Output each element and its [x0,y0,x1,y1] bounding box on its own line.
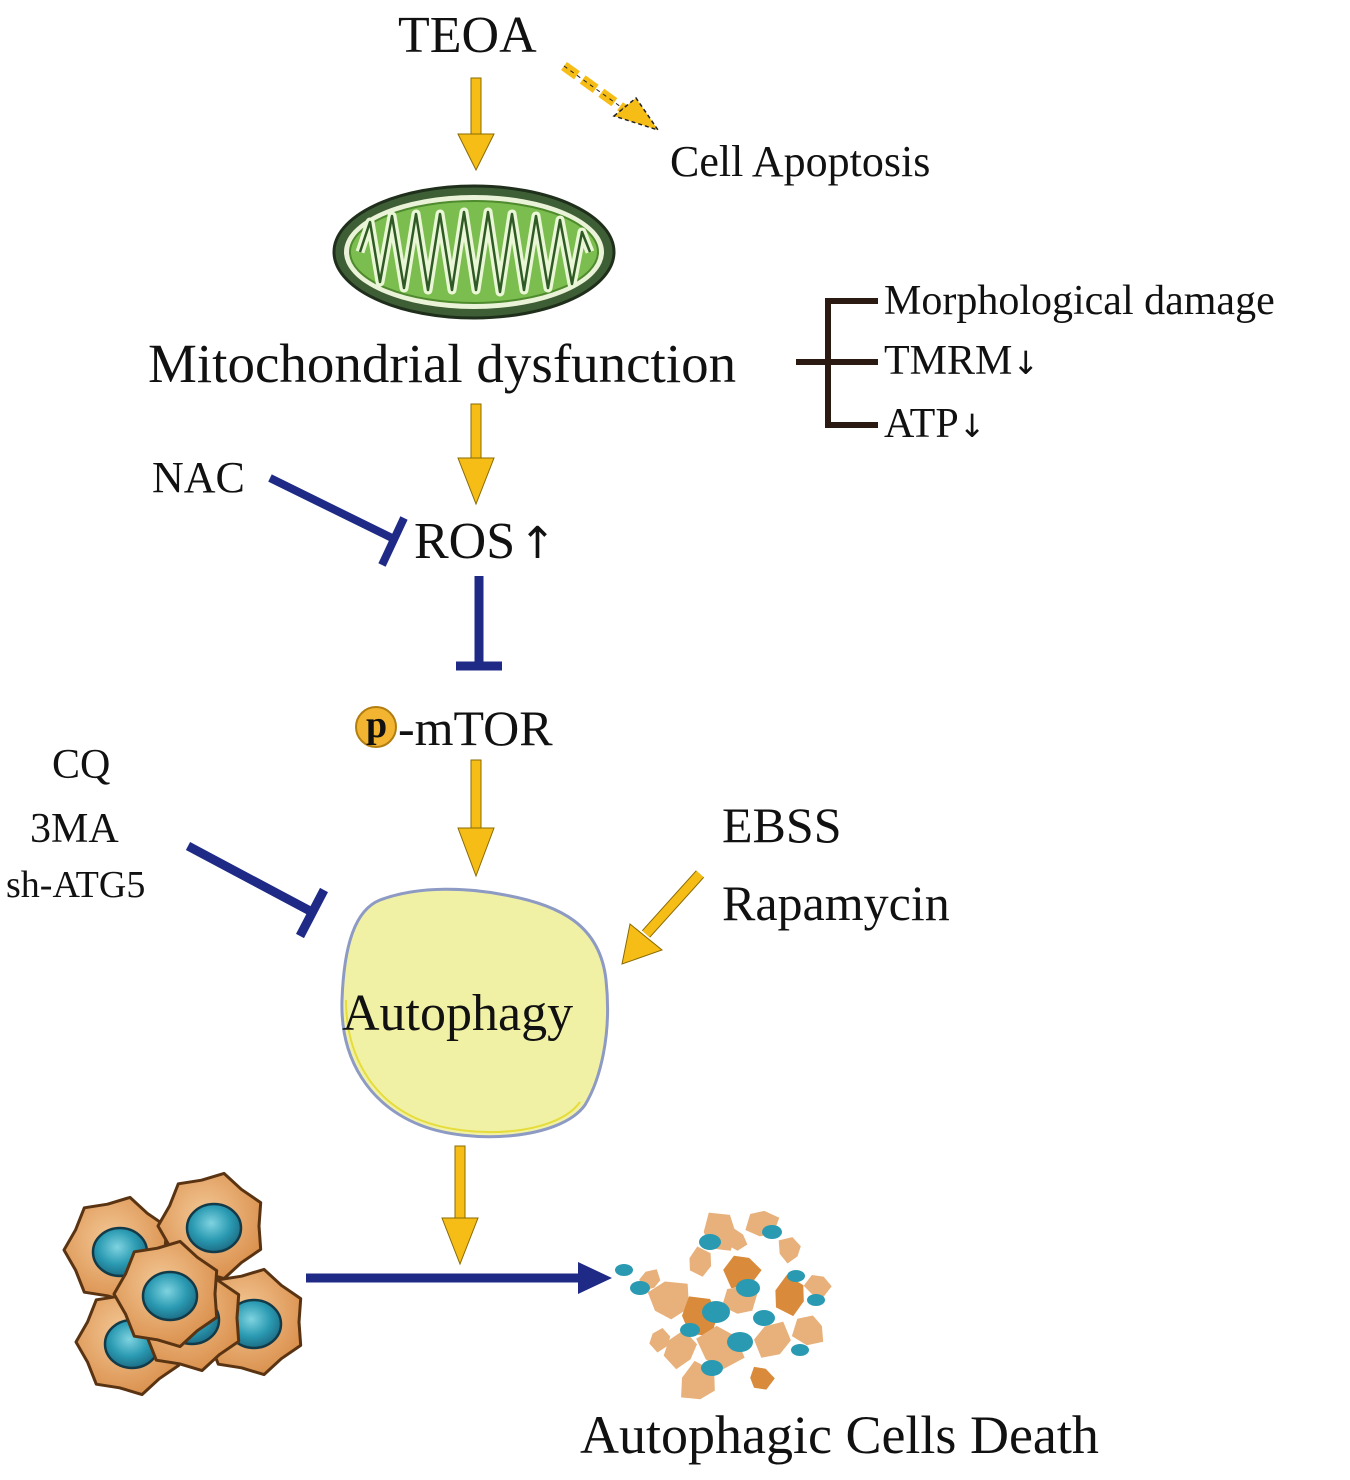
cell-fragment [778,1237,801,1264]
nucleus-fragment [762,1225,782,1239]
cell-fragment [647,1281,690,1320]
cancer-cells-icon [62,1171,303,1397]
cell-fragment [649,1328,671,1353]
nucleus-fragment [753,1310,775,1326]
nucleus-fragment [630,1281,650,1295]
effect-atp: ATP↓ [884,403,986,445]
inducer-ebss: EBSS [722,797,842,853]
arrow-mito-ros [457,403,495,506]
inhibitor-3ma: 3MA [30,806,119,852]
ros-text: ROS [414,513,516,570]
effect-text: TMRM [884,338,1013,384]
nucleus-fragment [615,1264,633,1276]
cell-fragment [750,1366,775,1390]
p-badge-label: p [366,704,388,746]
cell-fragment [689,1246,712,1277]
label-ros: ROS↑ [414,516,556,568]
cancer-cell [112,1239,219,1349]
nucleus-fragment [702,1301,730,1323]
inhibit-nac-ros [268,474,408,567]
autophagosome-icon [340,887,610,1139]
up-arrow-icon: ↑ [519,518,557,569]
nucleus-fragment [736,1279,760,1297]
cell-fragment [754,1321,791,1358]
label-nac: NAC [152,453,245,502]
nucleus-fragment [701,1360,723,1376]
title-teoa: TEOA [398,7,537,64]
cell-fragment [803,1275,832,1297]
cell-fragment [724,1228,748,1251]
arrow-teoa-mito [457,77,495,172]
down-arrow-icon: ↓ [958,407,986,445]
nucleus-fragment [680,1323,700,1337]
nucleus-fragment [727,1332,753,1352]
phospho-badge-icon [355,706,397,748]
cell-fragment [663,1330,697,1370]
cell-debris-icon [615,1210,832,1400]
nucleus-fragment [699,1234,721,1250]
down-arrow-icon: ↓ [1012,344,1040,382]
effect-tmrm: TMRM↓ [884,340,1039,382]
nucleus-fragment [787,1270,805,1282]
arrow-inducers-autophagy [621,870,705,965]
inhibitor-cq: CQ [52,742,111,788]
arrow-teoa-apoptosis-dashed [561,61,660,132]
label-cell-apoptosis: Cell Apoptosis [670,137,931,186]
nucleus-fragment [807,1294,825,1306]
label-autophagy: Autophagy [342,985,574,1042]
effect-morphological-damage: Morphological damage [884,280,1275,322]
label-mitochondrial-dysfunction: Mitochondrial dysfunction [148,333,737,394]
effect-text: ATP [884,401,959,447]
label-mtor: -mTOR [398,700,553,756]
label-autophagic-cells-death: Autophagic Cells Death [580,1405,1099,1465]
effect-text: Morphological damage [884,278,1275,324]
inducer-rapamycin: Rapamycin [722,875,950,931]
inhibitor-sh-atg5: sh-ATG5 [6,864,146,906]
arrow-autophagy-death [441,1145,479,1266]
arrow-mtor-autophagy [457,759,495,878]
mitochondrion-icon [332,184,616,320]
nucleus-fragment [791,1344,809,1356]
inhibit-cq-autophagy [185,842,328,939]
effects-bracket [796,298,878,428]
cell-fragment [791,1315,824,1346]
arrow-cells-to-death [306,1262,612,1294]
cell-fragment [775,1275,804,1317]
inhibit-ros-mtor [456,576,502,671]
